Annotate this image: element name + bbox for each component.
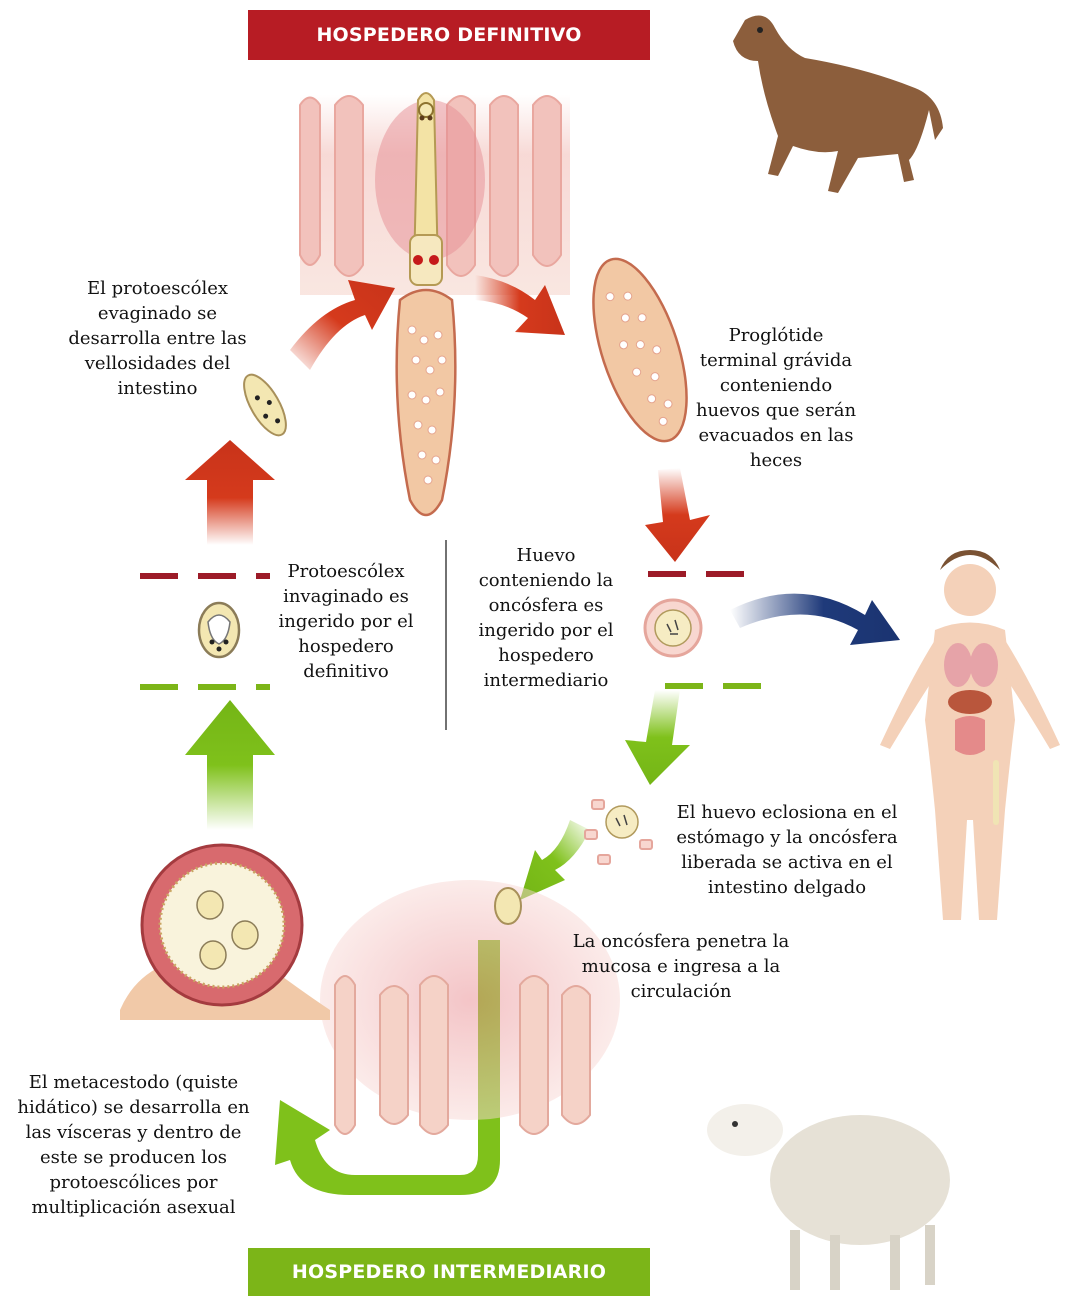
label-egg-hatches: El huevo eclosiona en el estómago y la o… <box>662 800 912 900</box>
protoscolex-invaginated <box>199 603 239 657</box>
arrow-diag-green <box>520 820 590 900</box>
arrow-to-human <box>730 594 900 645</box>
sheep-illustration <box>707 1104 950 1290</box>
label-metacestode: El metacestodo (quiste hidático) se desa… <box>6 1070 261 1220</box>
egg-oncosphere <box>645 600 701 656</box>
hydatid-cyst <box>120 845 330 1020</box>
label-protoscolex-evaginated: El protoescólex evaginado se desarrolla … <box>65 276 250 401</box>
arrow-down-green <box>625 690 690 785</box>
oncosphere <box>495 888 521 924</box>
arrow-up-red <box>185 440 275 545</box>
label-gravid-proglottid: Proglótide terminal grávida conteniendo … <box>688 323 864 473</box>
intermediate-host-banner: HOSPEDERO INTERMEDIARIO <box>248 1248 650 1296</box>
arrow-down-red <box>645 468 710 562</box>
hatched-egg <box>585 800 652 864</box>
label-egg-oncosphere: Huevo conteniendo la oncósfera es ingeri… <box>465 543 627 693</box>
dog-illustration <box>733 16 943 194</box>
arrow-up-green <box>185 700 275 830</box>
intermediate-host-intestine <box>320 880 620 1134</box>
label-oncosphere-penetrates: La oncósfera penetra la mucosa e ingresa… <box>572 929 790 1004</box>
label-protoscolex-invaginated: Protoescólex invaginado es ingerido por … <box>267 559 425 684</box>
gravid-proglottid <box>575 248 706 452</box>
